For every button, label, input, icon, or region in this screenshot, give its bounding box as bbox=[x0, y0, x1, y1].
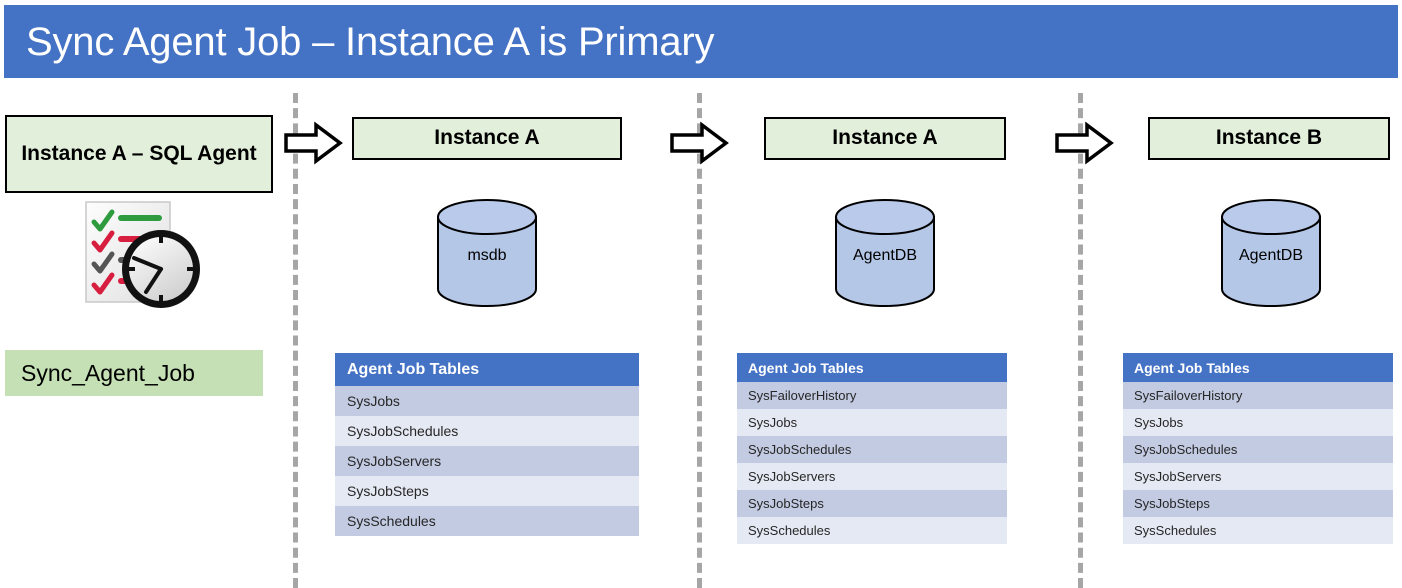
page-title: Sync Agent Job – Instance A is Primary bbox=[26, 19, 715, 64]
instance-a-box-3[interactable]: Instance A bbox=[764, 117, 1006, 160]
table-row[interactable]: SysFailoverHistory bbox=[737, 382, 1007, 409]
table-row[interactable]: SysJobServers bbox=[335, 446, 639, 476]
table-row[interactable]: SysSchedules bbox=[737, 517, 1007, 544]
table-row[interactable]: SysJobServers bbox=[737, 463, 1007, 490]
table-row[interactable]: SysJobSchedules bbox=[335, 416, 639, 446]
table-row[interactable]: SysJobSchedules bbox=[1123, 436, 1393, 463]
agentdb-database-cylinder-4: AgentDB bbox=[1219, 199, 1323, 307]
agent-job-tables-header-3: Agent Job Tables bbox=[737, 353, 1007, 382]
instance-a-sql-agent-label: Instance A – SQL Agent bbox=[21, 141, 257, 165]
instance-a-sql-agent-box[interactable]: Instance A – SQL Agent bbox=[5, 115, 273, 193]
column-divider-3 bbox=[1078, 93, 1083, 588]
sync-agent-job-box[interactable]: Sync_Agent_Job bbox=[5, 350, 263, 396]
title-banner: Sync Agent Job – Instance A is Primary bbox=[4, 5, 1398, 78]
instance-a-box-2[interactable]: Instance A bbox=[352, 117, 622, 160]
agent-job-tables-4: Agent Job Tables SysFailoverHistory SysJ… bbox=[1123, 353, 1393, 544]
column-divider-2 bbox=[697, 93, 702, 588]
instance-b-box[interactable]: Instance B bbox=[1148, 117, 1390, 160]
agent-job-tables-2: Agent Job Tables SysJobs SysJobSchedules… bbox=[335, 353, 639, 536]
table-row[interactable]: SysJobs bbox=[737, 409, 1007, 436]
table-row[interactable]: SysJobSteps bbox=[737, 490, 1007, 517]
msdb-database-cylinder: msdb bbox=[435, 199, 539, 307]
agent-job-tables-3: Agent Job Tables SysFailoverHistory SysJ… bbox=[737, 353, 1007, 544]
checklist-clock-icon bbox=[68, 196, 216, 314]
sync-agent-job-label: Sync_Agent_Job bbox=[21, 359, 195, 386]
table-row[interactable]: SysSchedules bbox=[335, 506, 639, 536]
arrow-3-icon bbox=[1053, 121, 1115, 165]
table-row[interactable]: SysFailoverHistory bbox=[1123, 382, 1393, 409]
table-row[interactable]: SysJobSteps bbox=[335, 476, 639, 506]
table-row[interactable]: SysJobSchedules bbox=[737, 436, 1007, 463]
table-row[interactable]: SysSchedules bbox=[1123, 517, 1393, 544]
agent-job-tables-header-4: Agent Job Tables bbox=[1123, 353, 1393, 382]
instance-a-label-2: Instance A bbox=[434, 126, 540, 150]
agentdb-database-cylinder-3: AgentDB bbox=[833, 199, 937, 307]
instance-b-label: Instance B bbox=[1215, 126, 1323, 150]
table-row[interactable]: SysJobSteps bbox=[1123, 490, 1393, 517]
table-row[interactable]: SysJobs bbox=[1123, 409, 1393, 436]
arrow-2-icon bbox=[668, 121, 730, 165]
instance-a-label-3: Instance A bbox=[832, 126, 938, 150]
column-divider-1 bbox=[293, 93, 298, 588]
table-row[interactable]: SysJobServers bbox=[1123, 463, 1393, 490]
arrow-1-icon bbox=[282, 121, 344, 165]
table-row[interactable]: SysJobs bbox=[335, 386, 639, 416]
agent-job-tables-header-2: Agent Job Tables bbox=[335, 353, 639, 386]
